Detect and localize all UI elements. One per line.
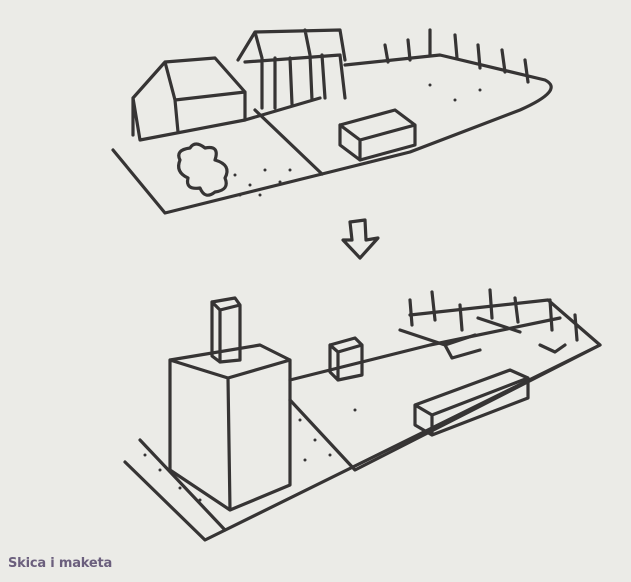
sketch-before — [111, 28, 553, 215]
sketch-after — [123, 288, 602, 542]
arrow-down-icon — [341, 218, 380, 260]
figure-caption: Skica i maketa — [8, 556, 113, 571]
sketch-illustration — [111, 28, 602, 542]
